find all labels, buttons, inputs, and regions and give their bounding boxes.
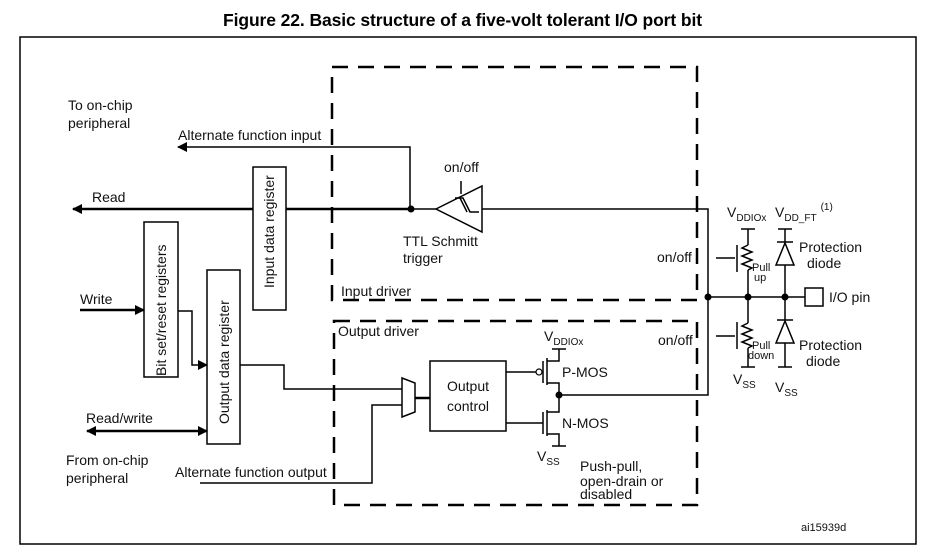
output-to-pin-wire — [559, 297, 709, 396]
figure-frame — [19, 36, 917, 545]
output-driver-label: Output driver — [338, 323, 419, 339]
bus-junction-1 — [704, 293, 712, 301]
bit-set-reset-label: Bit set/reset registers — [153, 245, 169, 377]
output-driver-boundary — [332, 319, 699, 507]
from-peripheral-label-2: peripheral — [66, 470, 128, 486]
protection-diode-bottom — [774, 297, 796, 368]
pull-up-transistor — [716, 228, 755, 297]
output-modes-label-2: open-drain or — [580, 473, 664, 489]
pmos-label: P-MOS — [562, 364, 608, 380]
input-onoff-label: on/off — [657, 249, 692, 265]
diode-bottom-supply-v: VSS — [775, 379, 798, 399]
pull-down-label-2: down — [748, 350, 774, 362]
pull-up-label-2: up — [754, 272, 766, 284]
nmos-transistor — [506, 395, 566, 447]
read-label: Read — [92, 189, 125, 205]
vddft-supply-v: VDD_FT(1) — [775, 202, 833, 224]
output-data-register — [206, 269, 241, 445]
input-driver-boundary — [330, 65, 699, 302]
read-junction — [407, 205, 415, 213]
diode-top-label-2: diode — [807, 255, 841, 271]
output-modes-label-1: Push-pull, — [580, 458, 642, 474]
pull-up-label-1: Pull — [752, 262, 770, 274]
pull-down-transistor — [716, 297, 755, 368]
diode-top-label-1: Protection — [799, 239, 862, 255]
bit-set-reset-registers — [143, 221, 179, 378]
pmos-transistor — [506, 348, 566, 395]
read-write-label: Read/write — [86, 410, 153, 426]
alt-input-wire — [177, 142, 411, 209]
output-mux — [401, 376, 416, 419]
schmitt-onoff-label: on/off — [444, 159, 479, 175]
alt-input-label: Alternate function input — [178, 127, 321, 143]
protection-diode-top — [774, 228, 796, 297]
to-peripheral-label-1: To on-chip — [68, 97, 133, 113]
alt-output-label: Alternate function output — [175, 464, 327, 480]
pmos-supply-v: VDDIOx — [544, 328, 583, 348]
output-data-register-label: Output data register — [216, 300, 232, 424]
figure-id: ai15939d — [801, 522, 846, 534]
schmitt-label-2: trigger — [403, 250, 443, 266]
output-onoff-label: on/off — [658, 332, 693, 348]
diode-bottom-label-2: diode — [806, 353, 840, 369]
from-peripheral-label-1: From on-chip — [66, 452, 149, 468]
diode-bottom-label-1: Protection — [799, 337, 862, 353]
output-control-label-2: control — [447, 398, 489, 414]
odr-to-mux-wire — [240, 364, 403, 390]
to-peripheral-label-2: peripheral — [68, 115, 130, 131]
figure-title: Figure 22. Basic structure of a five-vol… — [223, 10, 702, 30]
alt-output-wire — [200, 404, 403, 484]
nmos-label: N-MOS — [562, 415, 609, 431]
nmos-supply-v: VSS — [537, 448, 560, 468]
input-data-register — [252, 166, 287, 311]
input-driver-label: Input driver — [341, 283, 411, 299]
pulldown-supply-v: VSS — [733, 371, 756, 391]
io-pin-label: I/O pin — [829, 289, 870, 305]
write-label: Write — [80, 291, 113, 307]
pull-down-label-1: Pull — [752, 340, 770, 352]
pullup-supply-v: VDDIOx — [727, 204, 766, 224]
schmitt-to-pin-wire — [482, 208, 709, 297]
bsr-to-odr-wire — [178, 310, 208, 370]
output-control-block — [429, 360, 507, 432]
schmitt-label-1: TTL Schmitt — [403, 233, 478, 249]
output-modes-label-3: disabled — [580, 486, 632, 502]
io-pin — [804, 287, 824, 307]
schmitt-trigger — [434, 181, 483, 234]
input-data-register-label: Input data register — [261, 175, 277, 288]
output-control-label-1: Output — [447, 378, 489, 394]
